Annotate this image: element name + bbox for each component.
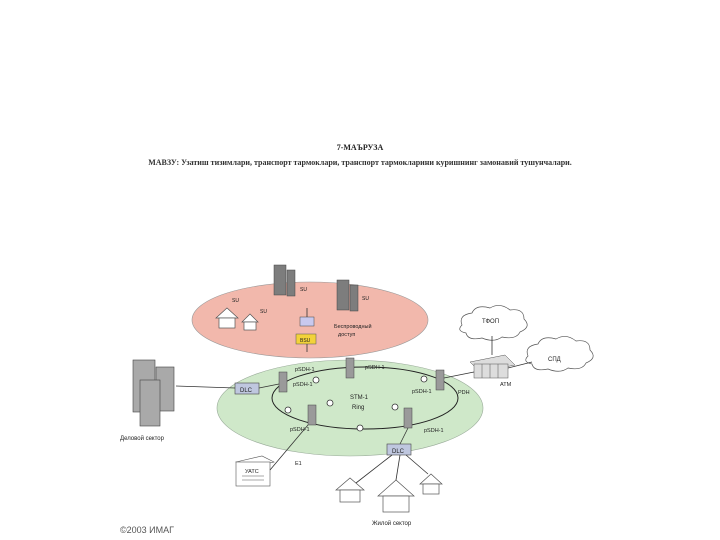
- server-icon: [273, 264, 359, 312]
- atm-label: ATM: [500, 382, 512, 388]
- lecture-topic: МАВЗУ: Узатиш тизимлари, транспорт тармо…: [148, 158, 572, 167]
- pdh-label: PDH: [458, 390, 470, 396]
- ring-nodes: [284, 375, 428, 432]
- bsu-label: BSU: [300, 338, 311, 344]
- ring-subtitle: Ring: [352, 405, 364, 411]
- office-building-icon: [132, 359, 175, 427]
- dlc-label-left: DLC: [240, 388, 253, 394]
- ring-title: STM-1: [350, 395, 369, 401]
- pbx-icon: [235, 455, 275, 487]
- residential-sector-label: Жилой сектор: [372, 520, 412, 527]
- psdh-label-4: pSDH-1: [293, 382, 313, 388]
- house-icon: [215, 307, 259, 331]
- su-label-3: SU: [300, 287, 307, 293]
- dlc-box-bottom: [386, 443, 412, 456]
- psdh-label-3: pSDH-1: [412, 389, 432, 395]
- su-label-2: SU: [260, 309, 267, 315]
- bsu-box: [295, 333, 317, 345]
- residential-house-icon: [335, 473, 443, 513]
- antenna-icon: [299, 316, 315, 327]
- e1-label: E1: [295, 461, 302, 467]
- psdh-label-1: pSDH-1: [295, 367, 315, 373]
- psdh-label-2: pSDH-1: [365, 365, 385, 371]
- tfop-label: ТФОП: [482, 319, 499, 325]
- ucts-label: УАТС: [245, 469, 259, 475]
- multiplexer-icon: [278, 357, 445, 429]
- atm-switch-icon: [469, 354, 516, 379]
- su-label-1: SU: [232, 298, 239, 304]
- tfop-cloud: [459, 305, 528, 341]
- su-label-4: SU: [362, 296, 369, 302]
- wireless-access-line2: доступ: [338, 332, 355, 338]
- stm-ring: [271, 366, 459, 430]
- copyright-text: ©2003 ИМАГ: [120, 525, 174, 535]
- psdh-label-5: pSDH-1: [290, 427, 310, 433]
- spd-cloud: [525, 336, 594, 372]
- spd-label: СПД: [548, 357, 561, 363]
- dlc-box-left: [234, 382, 260, 395]
- business-sector-label: Деловой сектор: [120, 435, 165, 442]
- wireless-access-line1: Беспроводный: [334, 323, 372, 330]
- psdh-label-6: pSDH-1: [424, 428, 444, 434]
- dlc-label-bottom: DLC: [392, 449, 405, 455]
- lecture-title: 7-МАЪРУЗА: [336, 143, 384, 152]
